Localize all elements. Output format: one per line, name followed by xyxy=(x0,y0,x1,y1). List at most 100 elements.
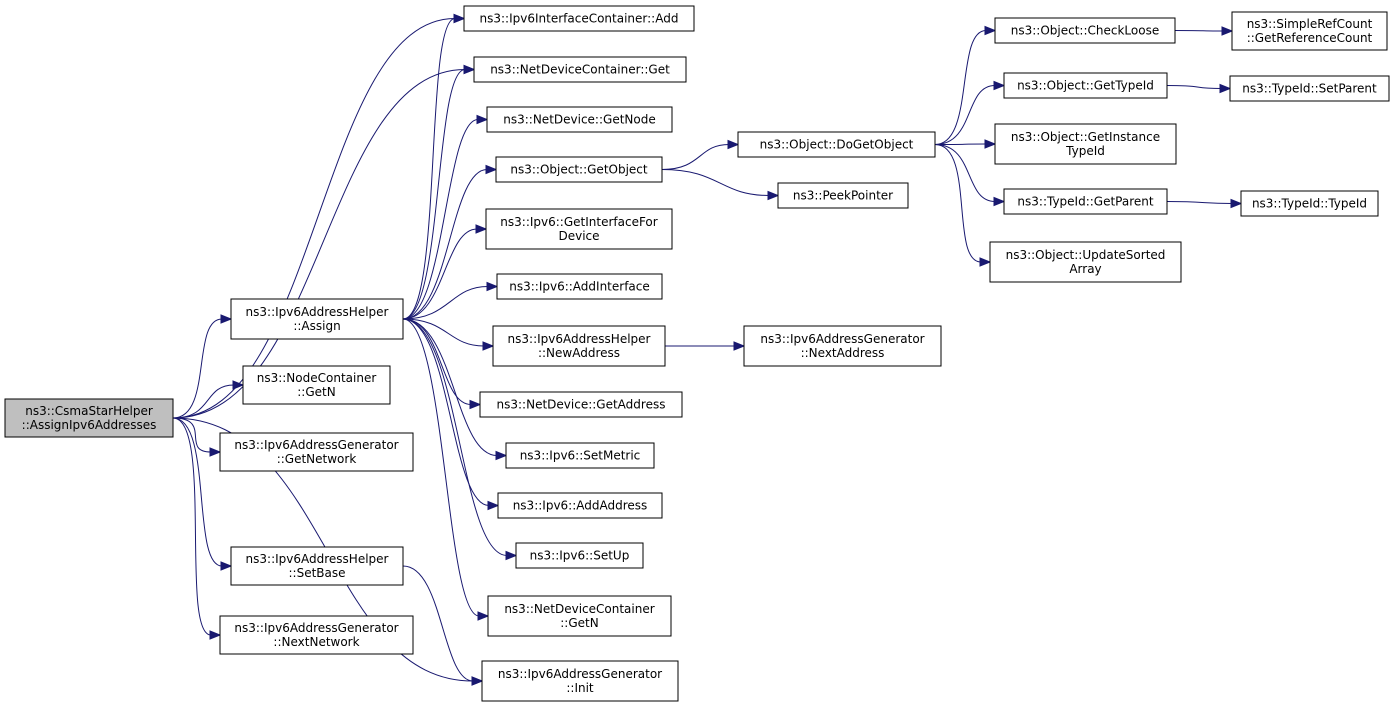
edge-root-to-nc_getn xyxy=(172,380,245,419)
node-label: ns3::TypeId::GetParent xyxy=(1017,195,1153,209)
node-gen-nextnetwork[interactable]: ns3::Ipv6AddressGenerator::NextNetwork xyxy=(219,615,414,655)
edge-obj_dogetobject-to-obj_updatesorted xyxy=(934,144,992,267)
edge-root-to-setbase xyxy=(172,417,233,571)
node-ic-add[interactable]: ns3::Ipv6InterfaceContainer::Add xyxy=(463,5,695,32)
node-label: ::NextAddress xyxy=(801,346,885,360)
node-typeid-getparent[interactable]: ns3::TypeId::GetParent xyxy=(1003,188,1168,215)
node-typeid-typeid[interactable]: ns3::TypeId::TypeId xyxy=(1240,190,1379,217)
node-label: ns3::Ipv6::GetInterfaceFor xyxy=(500,215,657,229)
node-label: ns3::Ipv6::AddAddress xyxy=(513,499,648,513)
node-label: Device xyxy=(558,229,599,243)
node-label: ns3::NetDevice::GetNode xyxy=(503,113,655,127)
edge-assign-to-ndc_get xyxy=(402,64,476,320)
node-label: ns3::Object::GetObject xyxy=(510,163,648,177)
node-label: ns3::Object::GetInstance xyxy=(1011,130,1160,144)
node-label: ::GetNetwork xyxy=(277,452,357,466)
node-gen-nextaddr[interactable]: ns3::Ipv6AddressGenerator::NextAddress xyxy=(743,325,942,367)
edge-assign-to-ipv6_setup xyxy=(402,318,518,561)
edge-obj_getobject-to-peekpointer xyxy=(661,169,780,201)
node-ndc-getn[interactable]: ns3::NetDeviceContainer::GetN xyxy=(487,595,672,637)
edge-obj_dogetobject-to-obj_checkloose xyxy=(934,25,997,145)
node-label: ns3::Ipv6AddressGenerator xyxy=(234,438,398,452)
edge-root-to-ndc_get xyxy=(172,64,476,419)
nodes-layer: ns3::CsmaStarHelper::AssignIpv6Addresses… xyxy=(4,5,1390,702)
node-ndc-get[interactable]: ns3::NetDeviceContainer::Get xyxy=(473,56,687,83)
node-obj-dogetobject[interactable]: ns3::Object::DoGetObject xyxy=(737,131,936,158)
edge-root-to-gen_nextnetwork xyxy=(172,417,222,640)
node-label: ns3::Ipv6InterfaceContainer::Add xyxy=(480,12,679,26)
node-typeid-setparent[interactable]: ns3::TypeId::SetParent xyxy=(1229,75,1390,102)
node-label: ns3::Ipv6AddressGenerator xyxy=(234,621,398,635)
edge-typeid_getparent-to-typeid_typeid xyxy=(1166,198,1243,209)
edge-assign-to-ipv6_addif xyxy=(402,281,499,320)
edge-assign-to-ndc_getn xyxy=(402,318,490,621)
edge-root-to-assign xyxy=(172,314,233,419)
node-obj-checkloose[interactable]: ns3::Object::CheckLoose xyxy=(994,17,1176,44)
node-label: ns3::Ipv6::SetMetric xyxy=(520,449,641,463)
node-setbase[interactable]: ns3::Ipv6AddressHelper::SetBase xyxy=(230,546,404,586)
edge-assign-to-ipv6_getif xyxy=(402,224,488,320)
node-ipv6-addif[interactable]: ns3::Ipv6::AddInterface xyxy=(496,273,663,300)
node-label: ::GetReferenceCount xyxy=(1247,31,1373,45)
node-assign[interactable]: ns3::Ipv6AddressHelper::Assign xyxy=(230,298,404,340)
edge-obj_checkloose-to-srcount_getref xyxy=(1174,26,1234,36)
node-label: ns3::TypeId::SetParent xyxy=(1242,82,1377,96)
node-label: ns3::PeekPointer xyxy=(793,189,893,203)
node-label: ns3::TypeId::TypeId xyxy=(1252,197,1367,211)
node-label: ns3::Object::CheckLoose xyxy=(1011,24,1159,38)
node-peekpointer[interactable]: ns3::PeekPointer xyxy=(777,182,909,209)
node-label: ::AssignIpv6Addresses xyxy=(22,418,157,432)
node-label: ns3::NodeContainer xyxy=(257,371,377,385)
edge-assign-to-helper_newaddr xyxy=(402,318,495,351)
node-ipv6-setmetric[interactable]: ns3::Ipv6::SetMetric xyxy=(505,442,655,469)
node-nd-getnode[interactable]: ns3::NetDevice::GetNode xyxy=(486,106,673,133)
node-label: ::Assign xyxy=(293,319,340,333)
node-label: ns3::NetDeviceContainer xyxy=(504,602,654,616)
node-label: ::GetN xyxy=(297,385,335,399)
edge-obj_dogetobject-to-obj_getinstancetypeid xyxy=(934,139,997,149)
edge-assign-to-ipv6_addaddr xyxy=(402,318,500,511)
edge-obj_dogetobject-to-typeid_getparent xyxy=(934,144,1006,207)
node-nd-getaddr[interactable]: ns3::NetDevice::GetAddress xyxy=(479,391,683,418)
node-label: ns3::Ipv6::AddInterface xyxy=(509,280,650,294)
edges-layer xyxy=(172,13,1243,686)
node-helper-newaddr[interactable]: ns3::Ipv6AddressHelper::NewAddress xyxy=(492,325,666,367)
node-label: ns3::Object::DoGetObject xyxy=(760,138,914,152)
node-gen-init[interactable]: ns3::Ipv6AddressGenerator::Init xyxy=(481,660,679,702)
edge-obj_getobject-to-obj_dogetobject xyxy=(661,139,740,170)
node-ipv6-addaddr[interactable]: ns3::Ipv6::AddAddress xyxy=(497,492,663,519)
edge-assign-to-nd_getnode xyxy=(402,114,489,320)
edge-root-to-gen_getnetwork xyxy=(172,417,222,457)
node-label: ns3::Object::GetTypeId xyxy=(1017,79,1154,93)
node-label: ::Init xyxy=(566,681,594,695)
node-nc-getn[interactable]: ns3::NodeContainer::GetN xyxy=(242,365,391,405)
node-label: ::GetN xyxy=(560,616,598,630)
node-label: ns3::SimpleRefCount xyxy=(1247,17,1373,31)
edge-assign-to-obj_getobject xyxy=(402,164,498,320)
node-label: Array xyxy=(1069,262,1101,276)
node-label: ns3::Ipv6AddressGenerator xyxy=(760,332,924,346)
edge-helper_newaddr-to-gen_nextaddr xyxy=(665,341,746,351)
edge-setbase-to-gen_init xyxy=(402,565,484,686)
node-label: ::NextNetwork xyxy=(273,635,359,649)
node-label: ns3::Ipv6AddressHelper xyxy=(508,332,651,346)
node-label: ns3::CsmaStarHelper xyxy=(25,404,153,418)
node-gen-getnetwork[interactable]: ns3::Ipv6AddressGenerator::GetNetwork xyxy=(219,432,414,472)
edge-assign-to-ipv6_setmetric xyxy=(402,318,508,461)
node-label: ns3::Ipv6AddressHelper xyxy=(246,552,389,566)
node-srcount-getref[interactable]: ns3::SimpleRefCount::GetReferenceCount xyxy=(1231,11,1388,51)
node-label: ns3::NetDevice::GetAddress xyxy=(497,398,666,412)
node-obj-getobject[interactable]: ns3::Object::GetObject xyxy=(495,156,663,183)
node-root: ns3::CsmaStarHelper::AssignIpv6Addresses xyxy=(4,398,174,438)
node-ipv6-setup[interactable]: ns3::Ipv6::SetUp xyxy=(515,542,644,569)
node-obj-gettypeid[interactable]: ns3::Object::GetTypeId xyxy=(1003,72,1168,99)
node-label: ns3::NetDeviceContainer::Get xyxy=(490,63,670,77)
edge-obj_gettypeid-to-typeid_setparent xyxy=(1166,83,1232,94)
node-label: ::NewAddress xyxy=(538,346,620,360)
edge-root-to-ic_add xyxy=(172,13,466,419)
node-label: TypeId xyxy=(1065,144,1105,158)
